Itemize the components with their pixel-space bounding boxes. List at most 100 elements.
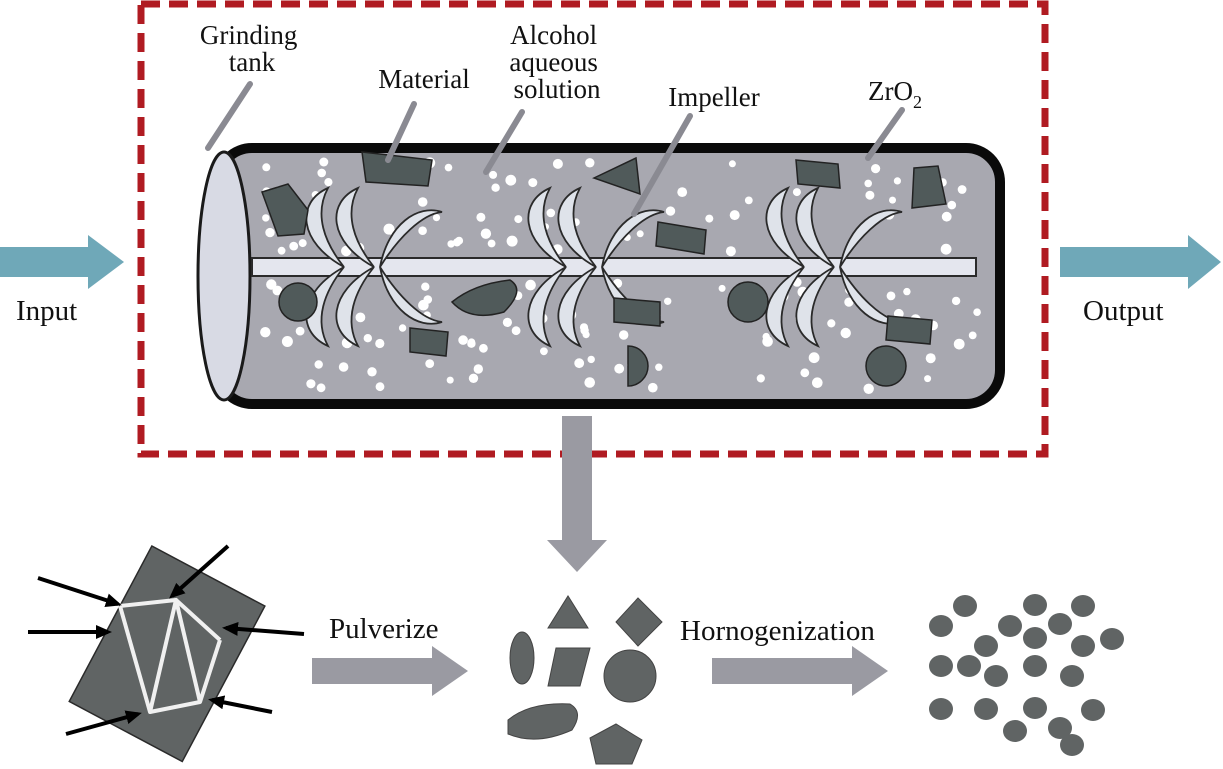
- bead-dot: [473, 364, 483, 374]
- impeller-pointer: [631, 113, 693, 217]
- bead-dot: [677, 187, 688, 198]
- bead-dot: [940, 243, 952, 255]
- bead-dot: [505, 174, 517, 186]
- bead-dot: [491, 183, 500, 192]
- force-arrows: [28, 544, 305, 736]
- output-arrow-icon: [1060, 235, 1221, 289]
- bead-dot: [756, 374, 765, 383]
- particle-dot-icon: [1060, 734, 1084, 756]
- particle-shape: [613, 297, 661, 327]
- bead-dot: [619, 330, 629, 340]
- bead-dot: [968, 331, 977, 340]
- bead-dot: [585, 158, 595, 168]
- particle-dot-icon: [929, 655, 953, 677]
- bead-dot: [289, 241, 299, 251]
- bead-dot: [480, 228, 492, 239]
- bead-dot: [800, 368, 810, 378]
- particle-dot-icon: [974, 635, 998, 657]
- bead-dot: [467, 339, 476, 348]
- bead-dot: [808, 352, 820, 364]
- particle-dot-icon: [953, 595, 977, 617]
- fragment-icon: [589, 723, 643, 765]
- alcohol-pointer: [483, 109, 525, 175]
- bead-dot: [375, 382, 385, 392]
- particle-shape: [261, 183, 309, 237]
- bead-dot: [864, 179, 872, 188]
- bead-dot: [973, 308, 981, 317]
- label-pointers: [205, 81, 905, 217]
- particle-dot-icon: [1060, 665, 1084, 687]
- bead-dot: [383, 223, 395, 235]
- particle-dot-icon: [1048, 717, 1072, 739]
- bead-dot: [295, 326, 305, 336]
- bead-dot: [317, 168, 327, 178]
- zro2-label: ZrO2: [868, 76, 922, 112]
- bead-dot: [528, 178, 538, 188]
- bead-dot: [468, 373, 479, 383]
- fragment-icon: [603, 649, 657, 703]
- grinding-tank-label: Grinding tank: [200, 20, 304, 77]
- particle-shape: [795, 159, 841, 189]
- crushing-block-icon: [68, 545, 266, 763]
- bead-dot: [705, 214, 714, 223]
- bead-dot: [418, 226, 427, 235]
- bead-dot: [262, 163, 271, 172]
- bead-dot: [584, 377, 595, 388]
- bead-dot: [636, 230, 644, 238]
- impeller-blade: [557, 186, 597, 268]
- particle-shape: [911, 165, 947, 209]
- impeller-blade: [335, 266, 375, 348]
- bead-dot: [398, 324, 407, 332]
- fragment-icon: [547, 595, 589, 629]
- bead-dot: [655, 363, 663, 371]
- bead-dot: [582, 331, 590, 339]
- bead-dot: [886, 291, 896, 301]
- bead-dot: [889, 196, 896, 204]
- force-arrow-icon: [208, 695, 273, 714]
- particle-shape: [727, 281, 769, 323]
- bead-dot: [953, 338, 965, 350]
- bead-dot: [355, 312, 366, 323]
- force-arrow-icon: [169, 544, 230, 599]
- bead-dot: [614, 363, 625, 374]
- bead-dot: [262, 214, 270, 222]
- bead-dot: [298, 239, 307, 248]
- impeller-blade: [839, 209, 903, 268]
- homogenized-particles: [929, 594, 1124, 756]
- bead-dot: [540, 347, 548, 356]
- bead-dot: [865, 190, 875, 200]
- particle-shape: [450, 279, 518, 317]
- impeller-blade: [527, 266, 567, 348]
- impeller-blade: [305, 266, 345, 348]
- particle-shape: [865, 345, 907, 387]
- particle-dot-icon: [1081, 699, 1105, 721]
- bead-dot: [525, 279, 536, 291]
- bead-dot: [812, 377, 823, 389]
- pulverize-label: Pulverize: [329, 613, 439, 645]
- particle-dot-icon: [1071, 635, 1095, 657]
- impeller-blade: [557, 266, 597, 348]
- fragments: [507, 595, 663, 765]
- bead-dot: [718, 284, 726, 292]
- bead-dot: [314, 360, 323, 369]
- particle-dot-icon: [974, 698, 998, 720]
- bead-dot: [444, 163, 453, 172]
- particle-dot-icon: [929, 698, 953, 720]
- impeller-shaft: [251, 257, 977, 277]
- particle-dot-icon: [998, 615, 1022, 637]
- input-label: Input: [16, 295, 77, 327]
- force-arrow-icon: [65, 710, 142, 736]
- bead-dot: [925, 353, 936, 364]
- bead-dot: [840, 327, 851, 339]
- bead-dot: [281, 336, 293, 347]
- bead-dot: [375, 338, 385, 349]
- force-arrow-icon: [37, 576, 122, 607]
- bead-dot: [265, 227, 275, 238]
- zro2-pointer: [865, 107, 905, 161]
- bead-dot: [514, 215, 523, 224]
- particle-dot-icon: [957, 655, 981, 677]
- output-label: Output: [1083, 295, 1164, 327]
- bead-dot: [648, 382, 658, 393]
- bead-dot: [417, 197, 428, 207]
- bead-dot: [502, 317, 512, 327]
